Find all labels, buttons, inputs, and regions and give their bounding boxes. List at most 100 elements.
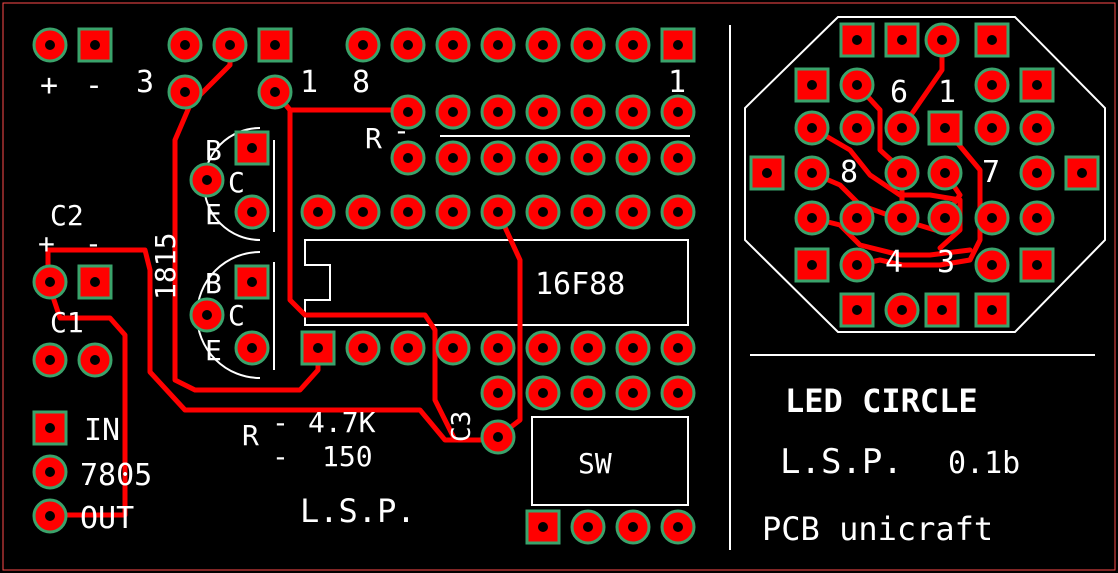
pad-hole	[247, 343, 257, 353]
label-in: IN	[84, 413, 120, 448]
copper-traces	[45, 37, 983, 518]
label-pin1-right: 1	[668, 65, 686, 100]
pad-hole	[583, 153, 593, 163]
pad-hole	[937, 35, 947, 45]
pad-hole	[987, 80, 997, 90]
pad-hole	[493, 207, 503, 217]
label-150: 150	[322, 440, 373, 473]
pad-hole	[90, 355, 100, 365]
pad-hole	[940, 168, 950, 178]
pad-hole	[202, 310, 212, 320]
pad-hole	[493, 40, 503, 50]
pad-hole	[493, 343, 503, 353]
pad-hole	[807, 168, 817, 178]
pad-hole	[628, 207, 638, 217]
label-led-3: 3	[937, 245, 955, 280]
pad-hole	[673, 153, 683, 163]
pad-hole	[358, 40, 368, 50]
pad-hole	[45, 511, 55, 521]
pad-hole	[403, 343, 413, 353]
pad-hole	[247, 143, 257, 153]
pad-hole	[987, 35, 997, 45]
pad-square	[927, 110, 963, 146]
pad-hole	[403, 107, 413, 117]
pad-hole	[852, 123, 862, 133]
label-c1: C1	[50, 306, 84, 339]
pad-hole	[807, 213, 817, 223]
pad-hole	[852, 80, 862, 90]
label-pin8: 8	[352, 65, 370, 100]
pad-hole	[45, 40, 55, 50]
pad-square	[839, 292, 875, 328]
pad-hole	[852, 213, 862, 223]
pad-hole	[583, 522, 593, 532]
pad-hole	[493, 388, 503, 398]
pad-hole	[180, 40, 190, 50]
pad-hole	[538, 107, 548, 117]
pad-hole	[45, 467, 55, 477]
pad-hole	[448, 207, 458, 217]
pad-hole	[628, 107, 638, 117]
pad-hole	[358, 343, 368, 353]
pad-hole	[90, 277, 100, 287]
pad-hole	[628, 343, 638, 353]
pad-hole	[987, 123, 997, 133]
label-led-7: 7	[982, 155, 1000, 190]
label-4-7k: 4.7K	[308, 406, 376, 439]
label-c2-minus: -	[85, 227, 102, 260]
pad-hole	[583, 343, 593, 353]
pad-hole	[583, 40, 593, 50]
pad-hole	[807, 80, 817, 90]
label-r-top: R	[365, 122, 382, 155]
pad-hole	[937, 305, 947, 315]
pad-hole	[493, 107, 503, 117]
label-t1-e: E	[205, 198, 222, 231]
pad-hole	[45, 423, 55, 433]
pad-hole	[448, 343, 458, 353]
pad-hole	[538, 207, 548, 217]
pad-hole	[493, 153, 503, 163]
pad-hole	[628, 522, 638, 532]
pad-hole	[493, 432, 503, 442]
label-c2: C2	[50, 199, 84, 232]
label-t1-c: C	[228, 166, 245, 199]
ic-outline	[304, 239, 689, 326]
pad-hole	[897, 305, 907, 315]
pad-hole	[807, 123, 817, 133]
pad-hole	[673, 343, 683, 353]
pad-hole	[180, 87, 190, 97]
pad-hole	[807, 260, 817, 270]
label-t2-b: B	[205, 267, 222, 300]
pad-hole	[45, 355, 55, 365]
pad-hole	[762, 168, 772, 178]
pad-hole	[628, 40, 638, 50]
pad-hole	[247, 207, 257, 217]
label-led-4: 4	[885, 245, 903, 280]
label-out: OUT	[80, 501, 134, 536]
label-t1-b: B	[205, 134, 222, 167]
label-led-8: 8	[840, 155, 858, 190]
label-c3: C3	[447, 411, 477, 442]
pad-hole	[673, 40, 683, 50]
label-dash-47k: -	[272, 406, 289, 439]
label-lsp: L.S.P.	[780, 442, 903, 482]
pad-hole	[628, 153, 638, 163]
label-dash-150: -	[272, 440, 289, 473]
pad-hole	[897, 213, 907, 223]
title-led-circle: LED CIRCLE	[785, 382, 978, 420]
pad-hole	[538, 343, 548, 353]
pad-hole	[538, 388, 548, 398]
label-3: 3	[136, 65, 154, 100]
pad-hole	[940, 123, 950, 133]
label-plus: +	[40, 68, 58, 103]
label-ic: 16F88	[535, 267, 625, 302]
pad-hole	[1032, 168, 1042, 178]
pad-hole	[448, 40, 458, 50]
pad-hole	[852, 35, 862, 45]
pad-hole	[673, 522, 683, 532]
pad-hole	[852, 260, 862, 270]
pad-hole	[45, 277, 55, 287]
led-octagon-outline	[744, 16, 1106, 333]
